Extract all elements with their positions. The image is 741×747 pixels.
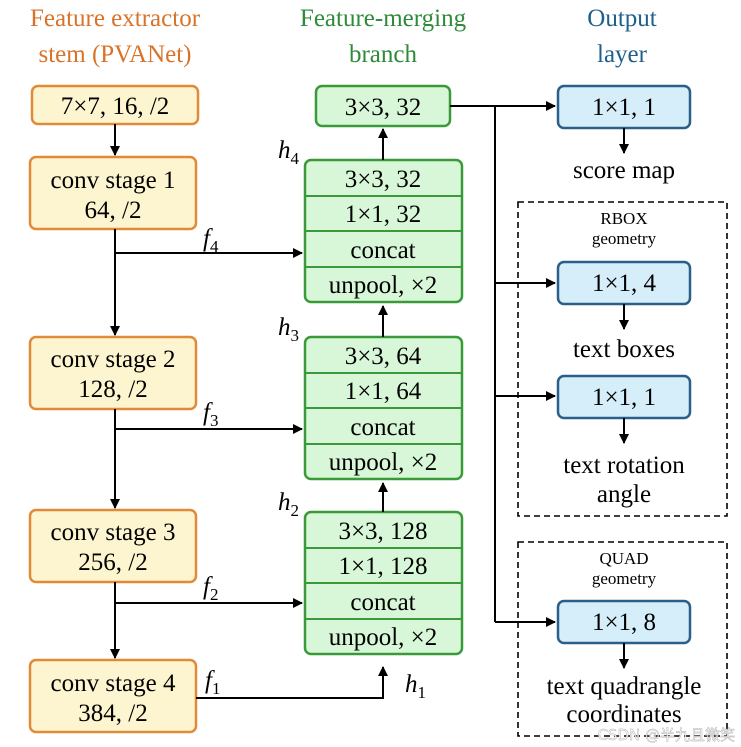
stem-header: Feature extractor stem (PVANet): [30, 5, 201, 68]
svg-text:1×1, 128: 1×1, 128: [338, 553, 427, 580]
merge-header-line2: branch: [349, 41, 418, 68]
svg-text:conv stage 2: conv stage 2: [51, 346, 176, 373]
svg-text:1×1, 4: 1×1, 4: [592, 270, 657, 297]
quad-subtitle: geometry: [592, 569, 657, 588]
svg-text:3×3, 32: 3×3, 32: [345, 166, 422, 193]
f3-label: f3: [203, 399, 218, 430]
angle-label-line2: angle: [597, 481, 651, 508]
svg-text:unpool, ×2: unpool, ×2: [329, 449, 438, 476]
merge-header-line1: Feature-merging: [300, 5, 467, 32]
f2-label: f2: [203, 573, 218, 604]
text-boxes-label: text boxes: [573, 336, 675, 363]
svg-text:7×7, 16, /2: 7×7, 16, /2: [61, 93, 170, 120]
watermark: CSDN @半九且微笑: [597, 726, 735, 744]
svg-text:3×3, 128: 3×3, 128: [338, 518, 427, 545]
f1-label: f1: [205, 667, 220, 698]
merge-top-box: 3×3, 32: [314, 84, 452, 128]
stem-stage-2: conv stage 2 128, /2: [28, 335, 198, 411]
svg-text:1×1, 8: 1×1, 8: [592, 609, 656, 636]
boxes-conv-box: 1×1, 4: [556, 260, 692, 306]
svg-text:384, /2: 384, /2: [78, 700, 147, 727]
svg-text:unpool, ×2: unpool, ×2: [329, 624, 438, 651]
stem-stage-1: conv stage 1 64, /2: [28, 155, 198, 231]
f4-label: f4: [203, 225, 219, 256]
rbox-subtitle: geometry: [592, 229, 657, 248]
angle-label-line1: text rotation: [563, 452, 685, 479]
feature-labels: f4 f3 f2 f1: [203, 225, 220, 698]
angle-conv-box: 1×1, 1: [556, 374, 692, 420]
quad-group: [517, 541, 728, 737]
feature-arrows: [115, 248, 388, 699]
rbox-title: RBOX: [600, 209, 647, 228]
quad-title: QUAD: [599, 549, 648, 568]
output-header: Output layer: [587, 5, 657, 68]
score-map-label: score map: [573, 157, 675, 184]
svg-text:conv stage 4: conv stage 4: [51, 670, 176, 697]
svg-text:1×1, 1: 1×1, 1: [592, 94, 656, 121]
svg-text:conv stage 3: conv stage 3: [51, 519, 176, 546]
merge-block-2: 3×3, 128 1×1, 128 concat unpool, ×2: [303, 510, 464, 656]
svg-text:64, /2: 64, /2: [85, 197, 142, 224]
h4-label: h4: [278, 137, 300, 168]
rbox-group: [517, 201, 728, 517]
svg-text:256, /2: 256, /2: [78, 549, 147, 576]
output-connections: [450, 101, 556, 627]
svg-text:concat: concat: [350, 237, 415, 264]
stem-stage-4: conv stage 4 384, /2: [28, 658, 198, 734]
svg-text:128, /2: 128, /2: [78, 376, 147, 403]
stem-header-line2: stem (PVANet): [38, 41, 191, 68]
h1-label: h1: [405, 671, 426, 702]
quad-label-line2: coordinates: [566, 701, 681, 728]
h3-label: h3: [278, 314, 299, 345]
svg-text:3×3, 64: 3×3, 64: [345, 343, 422, 370]
stem-header-line1: Feature extractor: [30, 5, 201, 32]
svg-text:3×3, 32: 3×3, 32: [345, 94, 422, 121]
svg-text:1×1, 32: 1×1, 32: [345, 201, 422, 228]
stem-first-box: 7×7, 16, /2: [30, 84, 200, 126]
score-conv-box: 1×1, 1: [556, 84, 692, 130]
merge-block-4: 3×3, 32 1×1, 32 concat unpool, ×2: [303, 158, 464, 304]
svg-text:concat: concat: [350, 414, 415, 441]
quad-label-line1: text quadrangle: [547, 673, 702, 700]
merge-header: Feature-merging branch: [300, 5, 467, 68]
svg-text:1×1, 1: 1×1, 1: [592, 384, 656, 411]
stem-stage-3: conv stage 3 256, /2: [28, 508, 198, 584]
svg-text:unpool, ×2: unpool, ×2: [329, 272, 438, 299]
svg-text:1×1, 64: 1×1, 64: [345, 378, 422, 405]
output-header-line2: layer: [597, 41, 648, 68]
h2-label: h2: [278, 489, 299, 520]
hidden-labels: h4 h3 h2 h1: [278, 137, 426, 702]
svg-text:conv stage 1: conv stage 1: [51, 167, 176, 194]
quad-conv-box: 1×1, 8: [556, 599, 692, 645]
merge-block-3: 3×3, 64 1×1, 64 concat unpool, ×2: [303, 335, 464, 481]
svg-text:concat: concat: [350, 589, 415, 616]
output-header-line1: Output: [587, 5, 657, 32]
